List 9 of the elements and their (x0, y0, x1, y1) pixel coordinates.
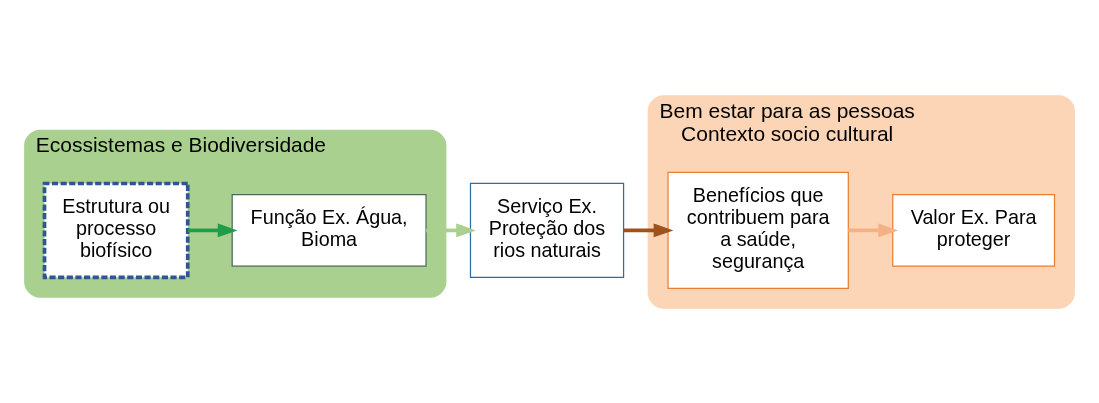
node-box: Estrutura ou processo biofísico (42, 181, 190, 279)
node-box: Benefícios que contribuem para a saúde, segurança (667, 171, 849, 289)
arrow (623, 222, 674, 237)
node-box: Serviço Ex. Proteção dos rios naturais (469, 182, 625, 278)
arrow (426, 222, 476, 237)
arrow (188, 222, 238, 237)
node-box: Função Ex. Água, Bioma (231, 193, 427, 267)
node-box: Valor Ex. Para proteger (892, 193, 1056, 267)
arrow (848, 222, 899, 237)
